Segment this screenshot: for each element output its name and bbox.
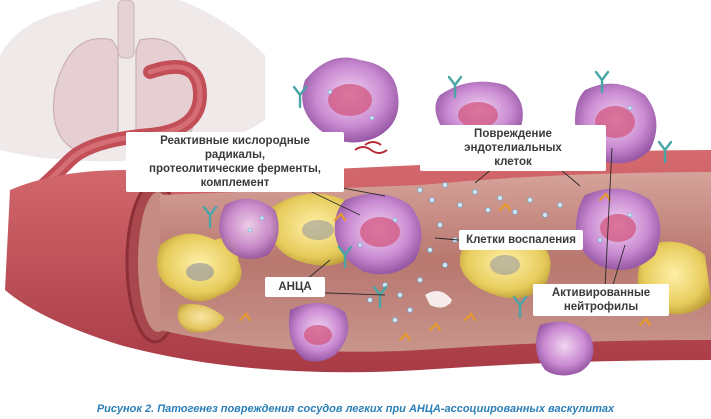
label-endothelial-damage: Повреждение эндотелиальных клеток (420, 125, 606, 171)
figure-caption: Рисунок 2. Патогенез повреждения сосудов… (96, 403, 615, 415)
vasculitis-illustration (0, 0, 711, 376)
lumen-holes (425, 291, 452, 308)
endothelial-damage (354, 141, 388, 154)
label-ros-enzymes-complement: Реактивные кислородные радикалы, протеол… (126, 132, 344, 192)
label-activated-neutrophils: Активированные нейтрофилы (533, 284, 669, 316)
label-anca: АНЦА (265, 277, 325, 297)
trachea (117, 0, 135, 59)
antibodies (202, 70, 673, 319)
label-inflammatory-cells: Клетки воспаления (459, 230, 583, 250)
enzymes (238, 192, 652, 342)
